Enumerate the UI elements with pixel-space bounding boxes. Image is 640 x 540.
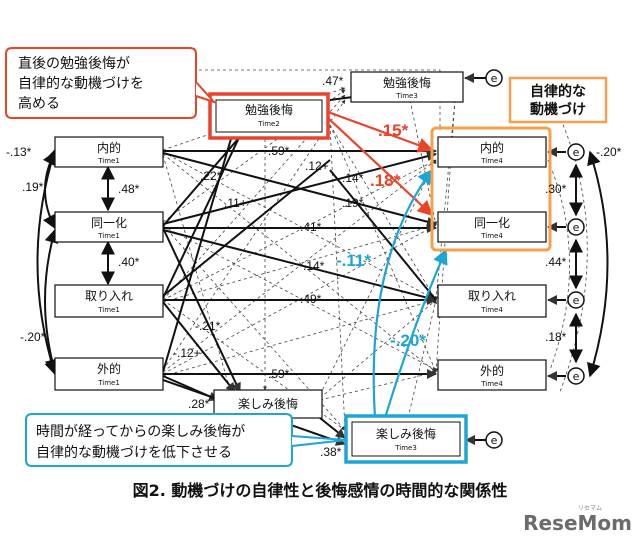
svg-text:e: e xyxy=(573,146,580,159)
svg-text:e: e xyxy=(573,370,580,383)
label-douitsuka-t1: 同一化 xyxy=(91,216,127,230)
blue-highlight-paths xyxy=(372,168,448,419)
box-naiteki-t4 xyxy=(437,136,547,168)
callout-top-right: 自律的な 動機づけ xyxy=(508,76,608,124)
label-tanoshimi-t2: 楽しみ後悔 xyxy=(238,396,298,411)
svg-text:リセマム: リセマム xyxy=(578,505,602,512)
callout-top-left: 直後の勉強後悔が 自律的な動機づけを 高める xyxy=(5,47,218,119)
sub-gaiteki-t4: Time4 xyxy=(480,380,503,388)
callout-line: 時間が経ってからの楽しみ後悔が xyxy=(36,424,245,440)
error-terms: e e e e e e xyxy=(485,69,585,449)
error-circle-toriire: e xyxy=(567,291,585,309)
autonomous-group-box xyxy=(430,126,552,252)
box-toriire-t4 xyxy=(437,284,547,318)
coef-label: .48* xyxy=(118,182,140,196)
callout-line: 直後の勉強後悔が xyxy=(18,55,130,72)
svg-text:e: e xyxy=(573,294,580,307)
box-gaiteki-t4 xyxy=(437,359,547,391)
box-kyoukoukai-t3 xyxy=(350,71,464,103)
coef-label: .30* xyxy=(545,182,567,196)
sub-toriire-t1: Time1 xyxy=(97,306,120,314)
error-circle-tanoshimi: e xyxy=(485,431,503,449)
coef-label: .38* xyxy=(320,445,342,459)
error-circle-douitsuka: e xyxy=(567,218,585,236)
coef-label: .22* xyxy=(200,169,222,183)
highlight-coefficients: .15* .18* -.11* -.20* xyxy=(336,121,426,350)
svg-text:ReseMom: ReseMom xyxy=(523,511,632,535)
label-toriire-t1: 取り入れ xyxy=(85,289,133,303)
coef-label: .14* xyxy=(303,259,325,273)
box-naiteki-t1 xyxy=(54,136,164,168)
coefficient-labels: -.13* .19* .48* .40* -.20* .47* .59* .22… xyxy=(6,74,622,459)
coef-label: .19* xyxy=(22,180,44,194)
label-gaiteki-t1: 外的 xyxy=(97,361,121,376)
callout-line: 高める xyxy=(18,95,60,112)
label-naiteki-t1: 内的 xyxy=(97,140,121,155)
sub-kyoukoukai-t3: Time3 xyxy=(395,92,418,100)
sub-gaiteki-t1: Time1 xyxy=(97,379,120,387)
callout-line: 動機づけ xyxy=(530,101,586,118)
coef-blue-11: -.11* xyxy=(336,251,371,270)
sub-naiteki-t1: Time1 xyxy=(97,157,120,165)
coef-label: .49* xyxy=(300,292,322,306)
coef-label: .14* xyxy=(342,171,364,185)
svg-text:e: e xyxy=(491,434,498,447)
sub-douitsuka-t1: Time1 xyxy=(97,232,120,240)
callout-line: 自律的な動機づけを低下させる xyxy=(36,445,232,461)
coef-label: .18* xyxy=(545,330,567,344)
coef-label: -.20* xyxy=(596,145,622,159)
callout-line: 自律的な xyxy=(530,83,586,100)
coef-red-15: .15* xyxy=(378,121,409,140)
error-circle-gaiteki: e xyxy=(567,367,585,385)
coef-label: .11+ xyxy=(224,196,247,210)
label-gaiteki-t4: 外的 xyxy=(480,363,504,378)
box-douitsuka-t4 xyxy=(437,211,547,243)
sub-tanoshimi-t3: Time3 xyxy=(394,444,417,452)
coef-label: -.20* xyxy=(20,330,46,344)
left-correlations xyxy=(36,148,115,376)
label-naiteki-t4: 内的 xyxy=(480,140,504,155)
coef-label: .44* xyxy=(545,255,567,269)
box-douitsuka-t1 xyxy=(54,211,164,243)
box-gaiteki-t1 xyxy=(54,357,164,391)
coef-label: .59* xyxy=(268,367,290,381)
label-tanoshimi-t3: 楽しみ後悔 xyxy=(376,426,436,441)
callout-line: 自律的な動機づけを xyxy=(18,76,144,92)
sub-naiteki-t4: Time4 xyxy=(480,157,503,165)
label-douitsuka-t4: 同一化 xyxy=(474,216,510,230)
coef-label: .47* xyxy=(322,74,344,88)
figure-caption: 図2. 動機づけの自律性と後悔感情の時間的な関係性 xyxy=(133,481,508,500)
right-correlations xyxy=(464,73,609,445)
coef-label: .12+ xyxy=(305,159,329,173)
label-toriire-t4: 取り入れ xyxy=(468,289,516,303)
coef-label: -.21* xyxy=(195,319,221,333)
coef-label: -.12+ xyxy=(173,346,201,360)
coef-label: .41* xyxy=(300,220,322,234)
box-toriire-t1 xyxy=(54,284,164,318)
coef-red-18: .18* xyxy=(370,171,401,190)
node-boxes xyxy=(54,71,547,419)
significant-paths xyxy=(162,89,437,446)
svg-text:e: e xyxy=(491,72,498,85)
coef-label: .19* xyxy=(342,196,364,210)
coef-label: -.13* xyxy=(6,145,32,159)
coef-label: .28* xyxy=(188,397,210,411)
svg-text:e: e xyxy=(573,221,580,234)
label-kyoukoukai-t3: 勉強後悔 xyxy=(383,75,431,90)
node-labels: 勉強後悔 Time2 勉強後悔 Time3 内的 Time1 同一化 Time1… xyxy=(85,75,516,452)
sub-toriire-t4: Time4 xyxy=(480,306,503,314)
callout-bottom: 時間が経ってからの楽しみ後悔が 自律的な動機づけを低下させる xyxy=(25,413,347,467)
coef-label: .40* xyxy=(118,255,140,269)
brand-logo: リセマム ReseMom xyxy=(523,505,632,535)
coef-blue-20: -.20* xyxy=(390,331,426,350)
error-circle-t3: e xyxy=(485,69,503,87)
sub-douitsuka-t4: Time4 xyxy=(480,232,503,240)
label-kyoukoukai-t2: 勉強後悔 xyxy=(245,102,293,117)
error-circle-naiteki: e xyxy=(567,143,585,161)
sub-kyoukoukai-t2: Time2 xyxy=(257,120,280,128)
coef-label: .59* xyxy=(268,144,290,158)
